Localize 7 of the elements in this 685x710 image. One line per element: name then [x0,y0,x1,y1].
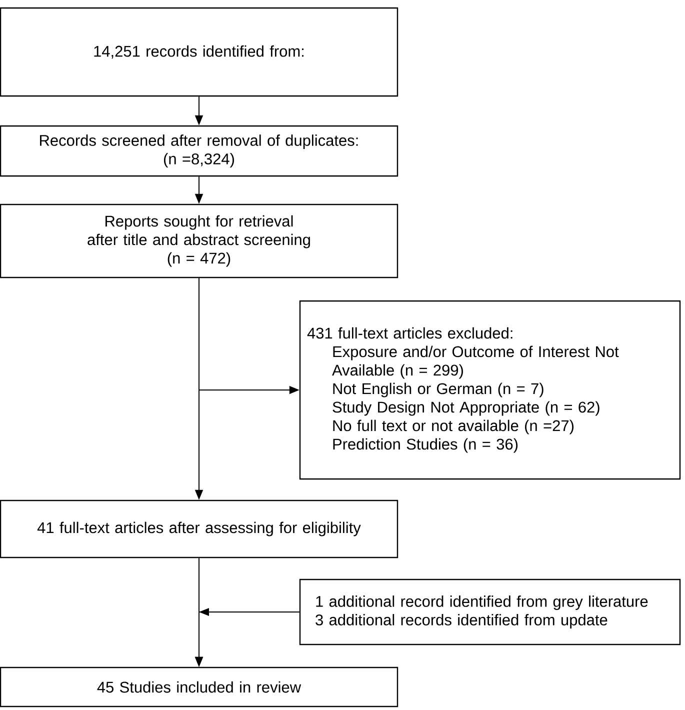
process-box: Reports sought for retrieval after title and abstract screening (n = 472) [0,204,398,278]
process-box: 14,251 records identified from: [0,7,398,97]
process-box: 431 full-text articles excluded: Exposure and/or Outcome of Interest Not Available (n = 299) Not English or German (n = 7) Study Design Not Appropriate (n = 62) No full text or not available (n =27) Prediction Studies (n = 36) [299,300,681,480]
process-box: 41 full-text articles after assessing for eligibility [0,500,398,558]
process-box: 1 additional record identified from grey literature 3 additional records identified from update [299,578,681,646]
process-box: Records screened after removal of duplicates: (n =8,324) [0,125,398,177]
process-box: 45 Studies included in review [0,666,398,708]
